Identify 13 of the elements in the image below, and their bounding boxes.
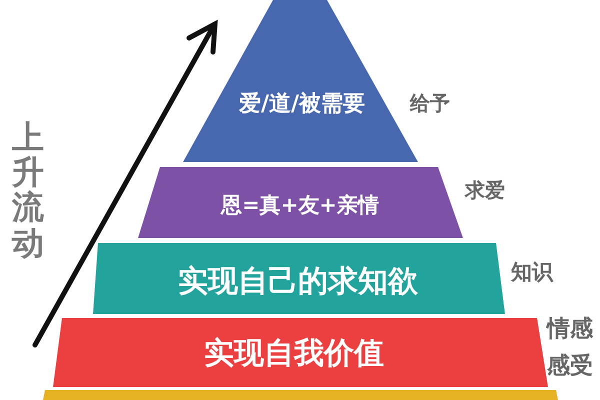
- pyramid-layer: [43, 390, 558, 400]
- layer-label: 爱/道/被需要: [238, 91, 366, 117]
- pyramid-layer: [53, 318, 548, 387]
- layer-label: 实现自己的求知欲: [178, 264, 418, 300]
- layer-label: 实现自我价值: [204, 336, 384, 372]
- side-label: 知识: [511, 260, 553, 284]
- side-label: 求爱: [465, 179, 505, 202]
- vertical-label: 上升流动: [12, 120, 44, 261]
- pyramid-layer: [138, 167, 463, 238]
- side-label: 给予: [410, 92, 450, 115]
- pyramid-layer: [93, 243, 505, 314]
- layer-label: 恩=真+友+亲情: [221, 192, 379, 218]
- side-label: 情感感受: [547, 315, 594, 382]
